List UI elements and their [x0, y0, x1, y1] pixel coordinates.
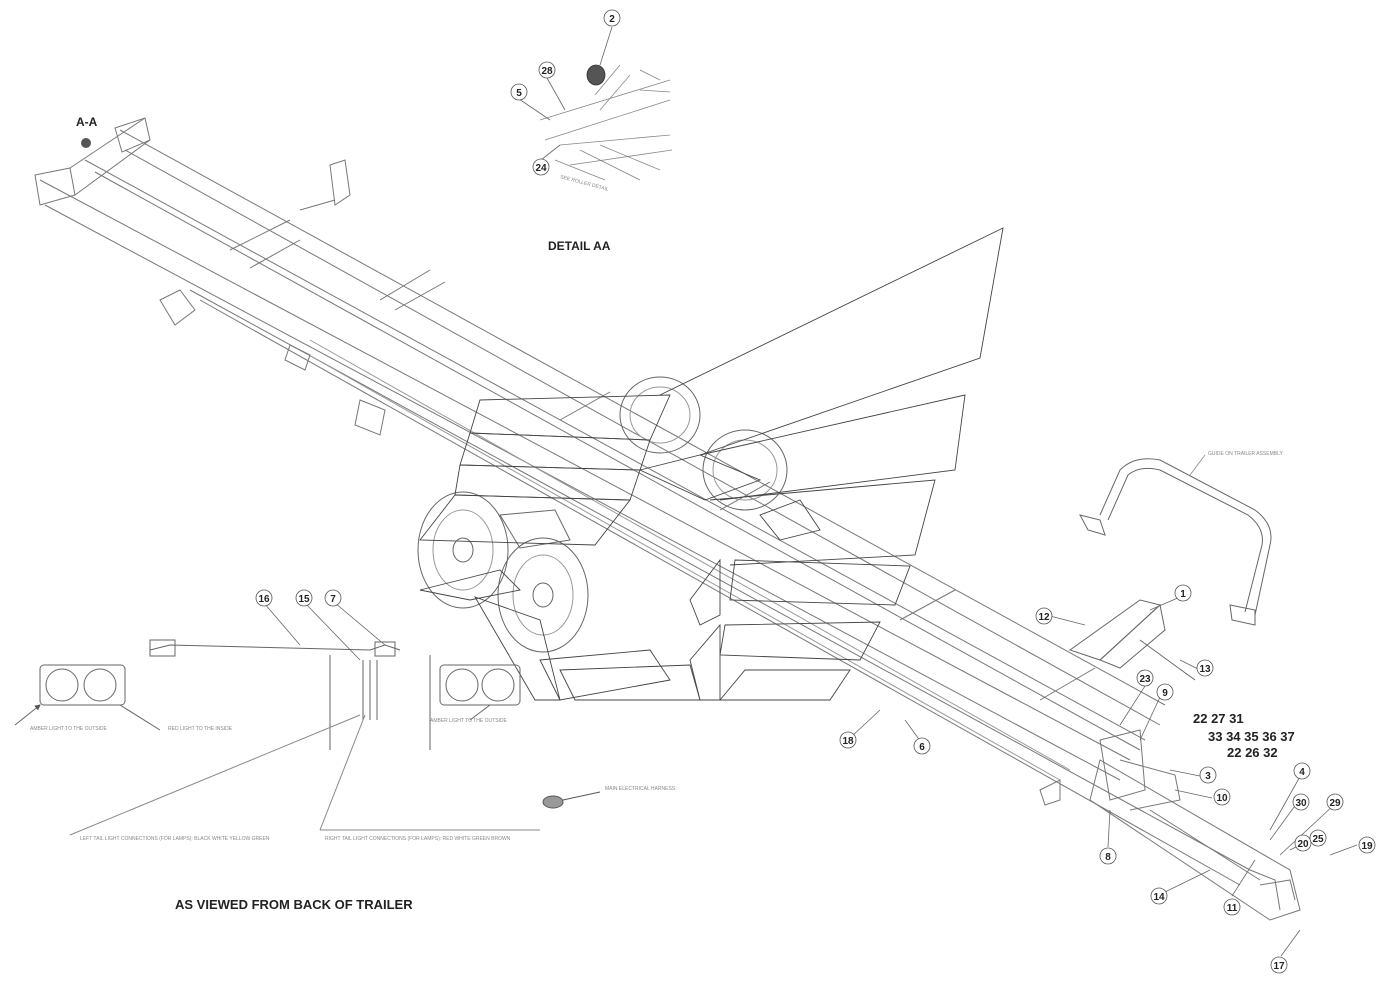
callout-13-circle [1196, 659, 1214, 677]
wheel-front-right [497, 537, 589, 653]
callout-4-circle [1293, 762, 1311, 780]
callout-25-circle [1309, 829, 1327, 847]
callout-8-circle [1099, 847, 1117, 865]
callout-28-circle [538, 61, 556, 79]
callout-12-circle [1035, 607, 1053, 625]
callout-9-circle [1156, 683, 1174, 701]
section-aa-marker-icon [81, 138, 91, 148]
callout-2-circle [603, 9, 621, 27]
guide-on-assembly [1079, 454, 1272, 626]
callout-20: 20 [1297, 839, 1309, 850]
callout-13: 13 [1199, 664, 1211, 675]
callout-19-circle [1358, 836, 1376, 854]
callout-group-1: 22 27 31 [1193, 711, 1244, 726]
callout-11: 11 [1227, 903, 1238, 914]
bunk-bracket [1068, 599, 1196, 681]
callout-3-circle [1199, 766, 1217, 784]
detail-aa [539, 64, 673, 181]
callout-30-circle [1292, 793, 1310, 811]
callout-1-circle [1174, 584, 1192, 602]
callout-28: 28 [541, 66, 553, 77]
callout-11-circle [1223, 898, 1241, 916]
wheel-rear-right [702, 429, 788, 511]
callout-5a: 5 [516, 88, 522, 99]
amber-right-label: AMBER LIGHT TO THE OUTSIDE [430, 718, 508, 724]
main-harness-label: MAIN ELECTRICAL HARNESS [605, 786, 676, 792]
callout-16: 16 [258, 594, 270, 605]
red-left-label: RED LIGHT TO THE INSIDE [168, 726, 233, 732]
callout-23: 23 [1139, 674, 1151, 685]
callout-14-circle [1150, 887, 1168, 905]
amber-left-label: AMBER LIGHT TO THE OUTSIDE [30, 726, 108, 732]
callout-leaders [263, 26, 1358, 957]
callout-20-circle [1294, 834, 1312, 852]
callout-3: 3 [1205, 771, 1211, 782]
wheels [417, 376, 788, 653]
callout-9: 9 [1162, 688, 1168, 699]
detail-note: SEE ROLLER DETAIL [559, 174, 609, 193]
wheel-front-left [417, 491, 509, 609]
callout-25: 25 [1312, 834, 1324, 845]
callout-18: 18 [842, 736, 854, 747]
callout-15: 15 [298, 594, 310, 605]
callout-23-circle [1136, 669, 1154, 687]
detail-aa-label: DETAIL AA [548, 239, 611, 253]
section-aa-label: A-A [76, 115, 98, 129]
callout-6: 6 [919, 742, 925, 753]
callout-group-3: 22 26 32 [1227, 745, 1278, 760]
wheel-rear-left [619, 376, 701, 454]
callout-group-2: 33 34 35 36 37 [1208, 729, 1295, 744]
callout-29: 29 [1329, 798, 1341, 809]
main-harness-plug-icon [542, 791, 601, 809]
callout-29-circle [1326, 793, 1344, 811]
guide-on-label: GUIDE ON TRAILER ASSEMBLY [1208, 451, 1284, 457]
callout-18-circle [839, 731, 857, 749]
right-connections-label: RIGHT TAIL LIGHT CONNECTIONS (FOR LAMPS)… [325, 836, 511, 842]
callout-17: 17 [1273, 961, 1285, 972]
as-viewed-label: AS VIEWED FROM BACK OF TRAILER [175, 897, 413, 912]
callout-19: 19 [1361, 841, 1373, 852]
callout-16-circle [255, 589, 273, 607]
callout-10-circle [1213, 788, 1231, 806]
callout-30: 30 [1295, 798, 1307, 809]
tail-light-diagram [14, 639, 540, 836]
callout-circles [255, 9, 1376, 974]
callout-7-circle [324, 589, 342, 607]
callout-4: 4 [1299, 767, 1305, 778]
callout-7: 7 [330, 594, 336, 605]
callout-12: 12 [1038, 612, 1050, 623]
callout-24-circle [532, 158, 550, 176]
callout-15-circle [295, 589, 313, 607]
callout-6-circle [913, 737, 931, 755]
left-connections-label: LEFT TAIL LIGHT CONNECTIONS (FOR LAMPS):… [80, 836, 270, 842]
callout-24: 24 [535, 163, 547, 174]
callout-8: 8 [1105, 852, 1111, 863]
fenders [419, 227, 1004, 701]
callout-10: 10 [1216, 793, 1228, 804]
trailer-frame [34, 117, 1301, 921]
callout-1: 1 [1180, 589, 1186, 600]
callout-14: 14 [1153, 892, 1165, 903]
callout-numbers: 2 28 5 24 1 12 13 23 9 3 10 4 30 29 20 2… [258, 14, 1373, 972]
callout-5a-circle [510, 83, 528, 101]
callout-17-circle [1270, 956, 1288, 974]
callout-2: 2 [609, 14, 615, 25]
